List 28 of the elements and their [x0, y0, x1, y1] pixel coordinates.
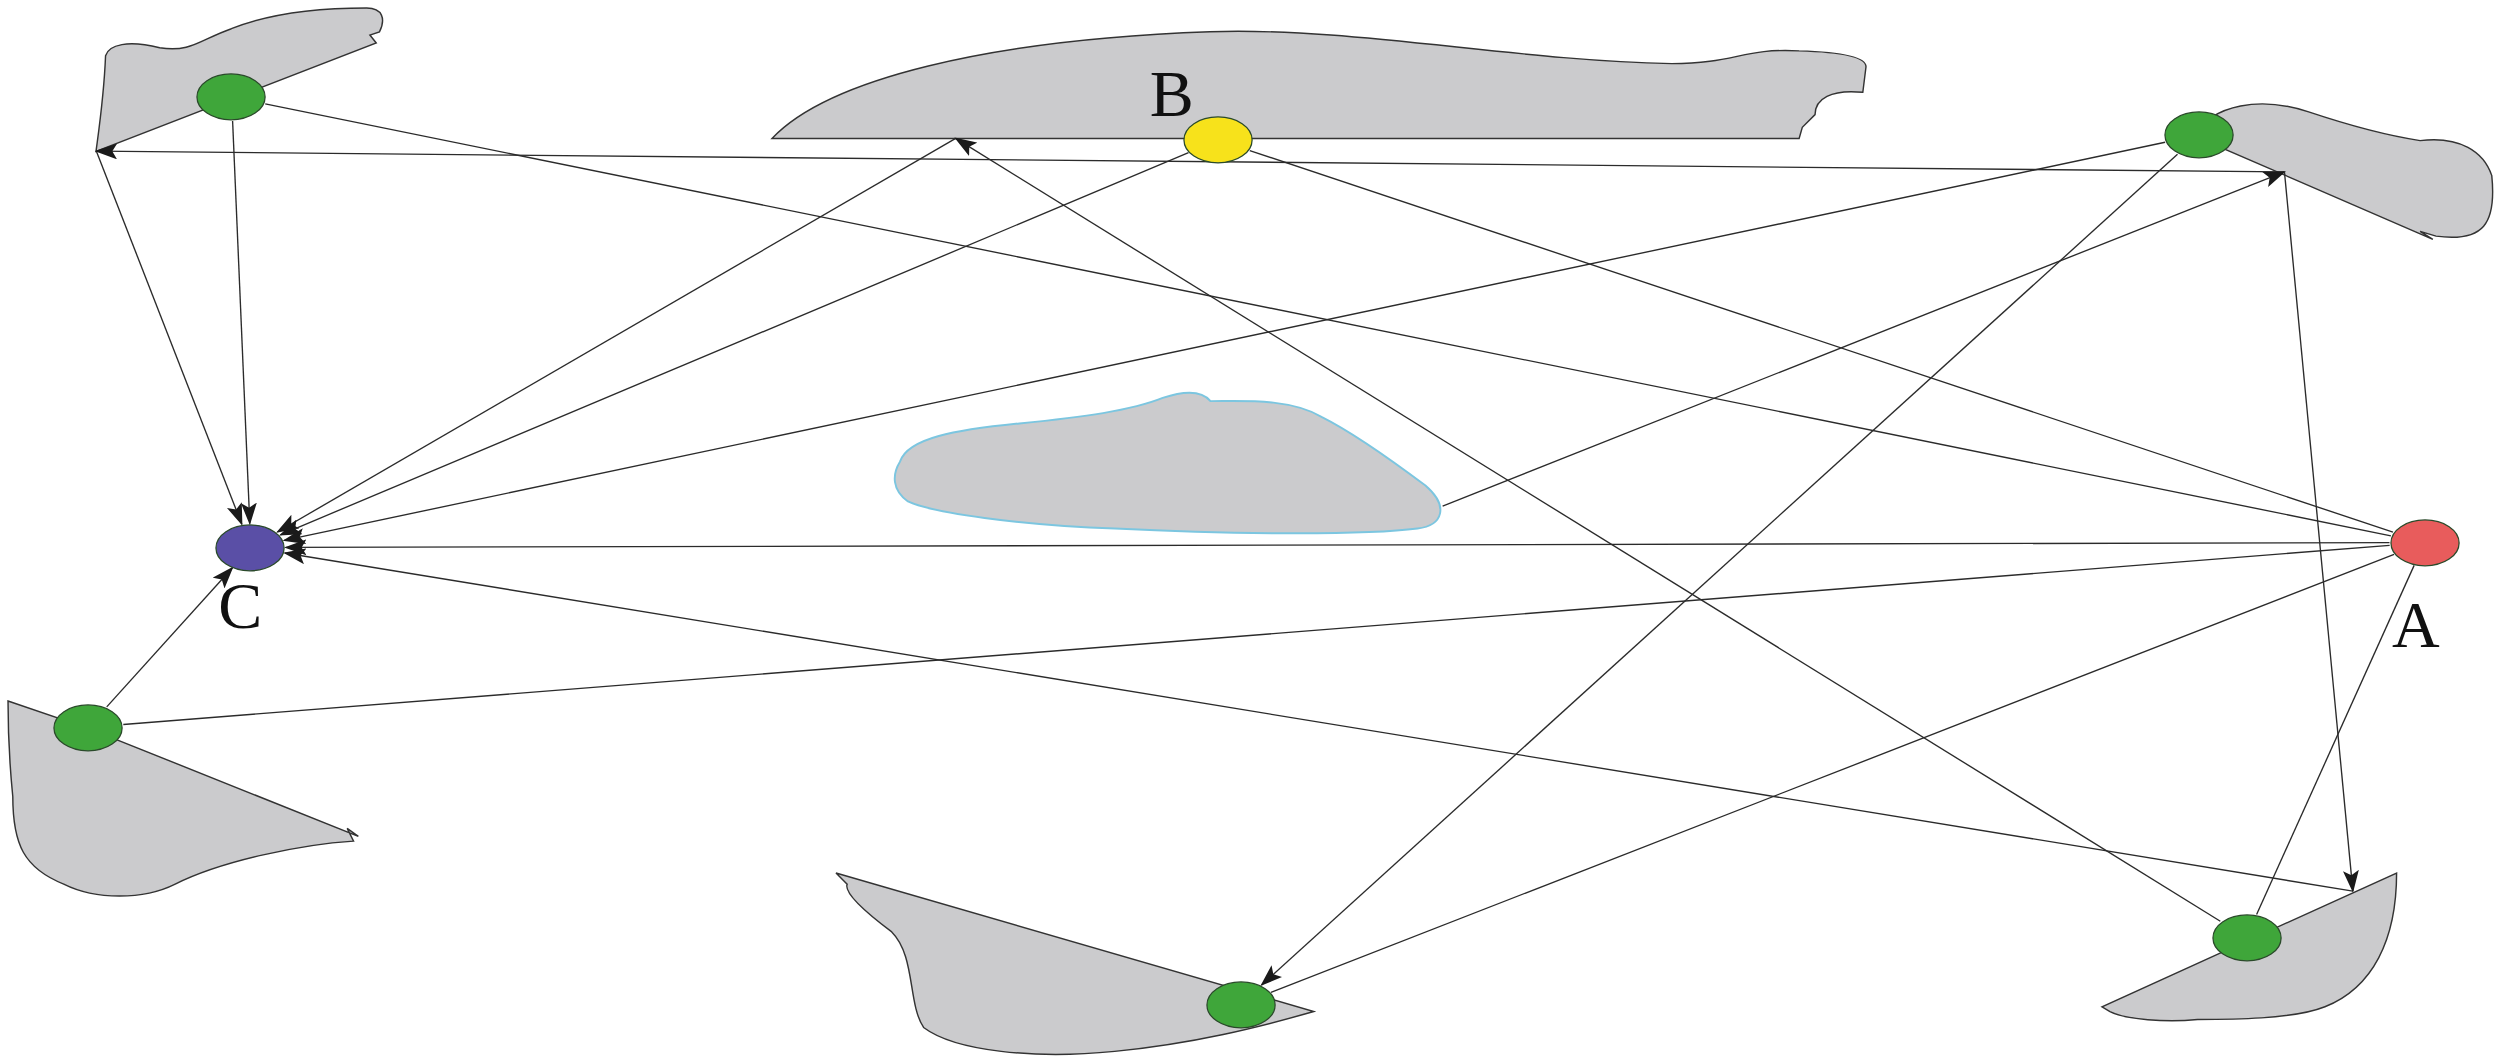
circle-marker [2164, 111, 2235, 160]
circle-marker [52, 703, 123, 752]
arrow [283, 548, 2354, 892]
point-label: A [2391, 592, 2440, 659]
arrow [106, 566, 234, 708]
arrow [954, 137, 2221, 922]
connector-line [264, 103, 2392, 537]
connector-line [2255, 564, 2415, 916]
arrow [231, 120, 257, 526]
point-label: B [1149, 60, 1194, 127]
arrow [95, 150, 243, 526]
land-shape [2102, 872, 2397, 1023]
arrow [282, 141, 2166, 544]
connector-line [1249, 149, 2394, 533]
point-label: C [218, 573, 263, 640]
arrow [1260, 153, 2179, 987]
arrow [284, 539, 2391, 556]
connector-line [1270, 553, 2395, 994]
circle-marker [1183, 116, 1254, 164]
arrow [1441, 171, 2286, 507]
circle-marker [2211, 914, 2282, 962]
arrow [276, 137, 957, 533]
circle-marker [2390, 519, 2461, 567]
connector-line [122, 544, 2391, 726]
circle-marker [214, 523, 286, 572]
land-shape [7, 700, 359, 900]
arrow [279, 151, 1190, 536]
land-shape [95, 7, 386, 152]
